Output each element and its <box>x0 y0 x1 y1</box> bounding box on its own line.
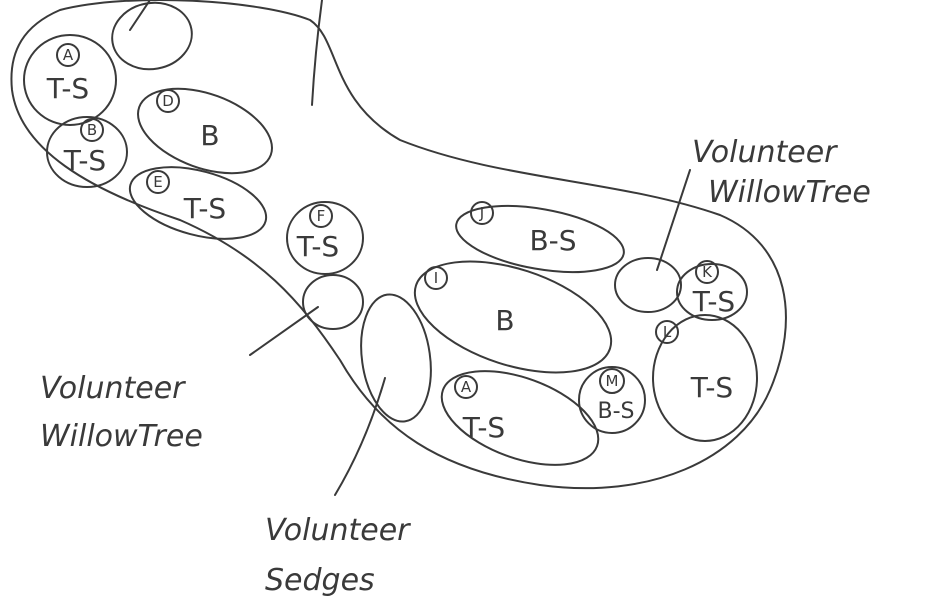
plot-marker-circle <box>56 43 80 67</box>
leader-line-top-center <box>311 0 323 106</box>
annotation-line2: Sedges <box>265 563 375 598</box>
annotation-line1: Volunteer <box>692 135 838 170</box>
plot-A-top: A T-S <box>23 34 117 126</box>
volunteer-willow-tree-right <box>614 257 682 313</box>
plot-letter: J <box>479 204 484 222</box>
plot-letter: F <box>317 207 326 225</box>
volunteer-willow-tree-left <box>302 274 364 330</box>
plot-J: J B-S <box>455 201 625 274</box>
plot-L: L T-S <box>652 314 758 442</box>
annotation-line2: WillowTree <box>40 419 203 454</box>
plot-marker-circle <box>599 368 625 394</box>
bed-outline <box>10 0 787 490</box>
plot-marker-circle <box>470 201 494 225</box>
plot-B: B T-S <box>46 116 128 188</box>
plot-D: D B <box>137 87 273 175</box>
plot-letter: A <box>63 46 74 64</box>
plot-code: B-S <box>598 399 635 424</box>
leader-line-top-left <box>129 0 151 31</box>
plot-K: K T-S <box>676 260 748 321</box>
leader-line-willow-left <box>249 306 319 356</box>
plot-marker-circle <box>156 89 180 113</box>
plot-letter: A <box>461 378 472 396</box>
annotation-line1: Volunteer <box>40 371 186 406</box>
plot-E: E T-S <box>128 166 268 240</box>
plot-marker-circle <box>424 266 448 290</box>
plot-I: I B <box>413 260 613 374</box>
plot-code: B <box>200 119 219 152</box>
plot-code: T-S <box>63 144 106 177</box>
plot-F: F T-S <box>286 201 364 275</box>
plot-letter: K <box>702 263 713 281</box>
plot-code: T-S <box>690 371 733 404</box>
annotation-willow-left: Volunteer WillowTree <box>40 371 203 454</box>
annotation-willow-right: Volunteer WillowTree <box>692 135 871 210</box>
plot-letter: E <box>153 173 162 191</box>
plot-code: T-S <box>296 230 339 263</box>
annotation-line2: WillowTree <box>708 175 871 210</box>
plot-code: T-S <box>183 192 226 225</box>
annotation-sedges: Volunteer Sedges <box>265 513 411 598</box>
plot-marker-circle <box>80 118 104 142</box>
plot-letter: L <box>663 323 672 341</box>
plot-letter: D <box>162 92 174 110</box>
leader-line-willow-right <box>656 169 691 271</box>
plot-marker-circle <box>655 320 679 344</box>
leader-line-sedges <box>334 377 386 496</box>
plot-code: T-S <box>46 72 89 105</box>
plot-A-bottom: A T-S <box>440 370 600 466</box>
plot-code: T-S <box>692 285 735 318</box>
annotation-line1: Volunteer <box>265 513 411 548</box>
plot-marker-circle <box>695 260 719 284</box>
plot-letter: B <box>87 121 97 139</box>
plot-code: B-S <box>529 224 576 257</box>
plot-marker-circle <box>309 204 333 228</box>
plot-marker-circle <box>454 375 478 399</box>
empty-oval-top <box>111 1 193 71</box>
plot-marker-circle <box>146 170 170 194</box>
plot-letter: M <box>606 372 619 390</box>
plot-code: B <box>495 304 514 337</box>
plot-letter: I <box>434 269 438 287</box>
plot-M: M B-S <box>578 366 646 434</box>
volunteer-sedges-oval <box>360 293 432 423</box>
plot-code: T-S <box>462 411 505 444</box>
